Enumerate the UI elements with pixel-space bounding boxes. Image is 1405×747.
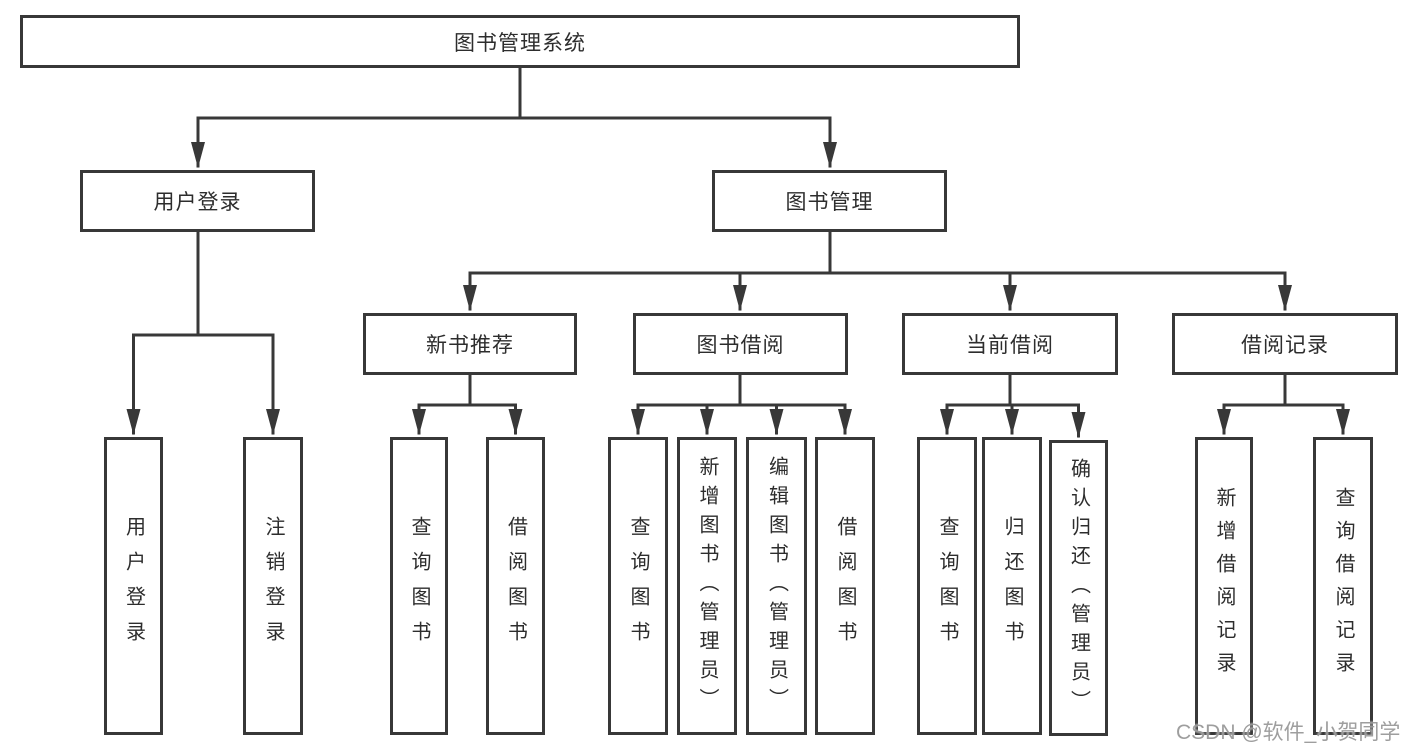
csdn-watermark: CSDN @软件_小贺同学 <box>1176 721 1401 744</box>
node-book-mgmt-label: 图书管理 <box>785 191 874 214</box>
node-book-borrow-label: 图书借阅 <box>696 334 785 357</box>
leaf-current-return-label: 归还图书 <box>1001 516 1023 656</box>
leaf-newbook-borrow-label: 借阅图书 <box>504 516 527 656</box>
leaf-records-query-label: 查询借阅记录 <box>1332 487 1354 685</box>
connector-root-to-level2 <box>191 64 837 168</box>
leaf-current-query-label: 查询图书 <box>936 516 958 656</box>
node-book-mgmt: 图书管理 <box>712 170 947 232</box>
leaf-borrow-borrow: 借阅图书 <box>815 437 875 735</box>
node-user-login: 用户登录 <box>80 170 315 232</box>
leaf-borrow-add: 新增图书（管理员） <box>677 437 737 735</box>
leaf-records-add-label: 新增借阅记录 <box>1213 487 1235 685</box>
node-current-borrow: 当前借阅 <box>902 313 1118 375</box>
leaf-borrow-edit: 编辑图书（管理员） <box>746 437 807 735</box>
leaf-newbook-query: 查询图书 <box>390 437 448 735</box>
connector-borrow-children <box>631 373 852 435</box>
leaf-user-login-label: 用户登录 <box>122 516 145 656</box>
node-borrow-records: 借阅记录 <box>1172 313 1398 375</box>
leaf-current-return: 归还图书 <box>982 437 1042 735</box>
leaf-current-confirm-label: 确认归还（管理员） <box>1067 457 1090 719</box>
node-new-book-rec-label: 新书推荐 <box>426 334 514 357</box>
leaf-newbook-query-label: 查询图书 <box>408 516 430 656</box>
node-new-book-rec: 新书推荐 <box>363 313 577 375</box>
leaf-borrow-borrow-label: 借阅图书 <box>834 516 856 656</box>
leaf-newbook-borrow: 借阅图书 <box>486 437 545 735</box>
leaf-records-add: 新增借阅记录 <box>1195 437 1253 735</box>
leaf-borrow-query-label: 查询图书 <box>627 516 649 656</box>
connector-book-mgmt-children <box>463 230 1292 311</box>
leaf-borrow-edit-label: 编辑图书（管理员） <box>765 455 788 717</box>
leaf-current-query: 查询图书 <box>917 437 977 735</box>
node-root-label: 图书管理系统 <box>454 31 586 55</box>
node-root: 图书管理系统 <box>20 15 1020 68</box>
connector-user-login-children <box>126 230 280 435</box>
leaf-current-confirm: 确认归还（管理员） <box>1049 440 1108 736</box>
connector-current-children <box>940 373 1086 438</box>
connector-new-book-children <box>412 373 523 435</box>
node-book-borrow: 图书借阅 <box>633 313 848 375</box>
leaf-user-login: 用户登录 <box>104 437 163 735</box>
leaf-borrow-query: 查询图书 <box>608 437 668 735</box>
leaf-records-query: 查询借阅记录 <box>1313 437 1373 735</box>
node-user-login-label: 用户登录 <box>153 191 242 214</box>
node-borrow-records-label: 借阅记录 <box>1241 334 1329 357</box>
leaf-borrow-add-label: 新增图书（管理员） <box>696 455 718 717</box>
leaf-logout-label: 注销登录 <box>262 516 284 656</box>
connector-records-children <box>1217 373 1350 435</box>
leaf-logout: 注销登录 <box>243 437 303 735</box>
node-current-borrow-label: 当前借阅 <box>966 334 1054 357</box>
